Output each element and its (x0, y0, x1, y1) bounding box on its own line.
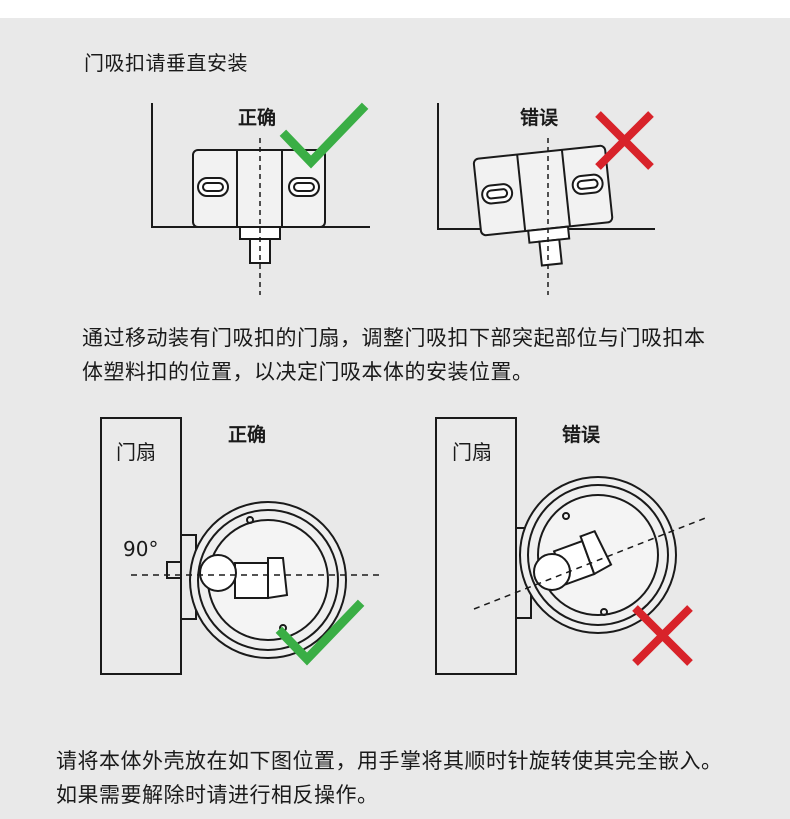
diagram-top-wrong (437, 103, 655, 295)
instruction-vertical: 门吸扣请垂直安装 (84, 51, 248, 75)
label-wrong-top: 错误 (520, 107, 559, 129)
door-leaf-label: 门扇 (452, 440, 492, 464)
angle-label: 90° (123, 537, 159, 561)
door-leaf-label: 门扇 (116, 440, 156, 464)
check-icon (275, 599, 365, 666)
cross-icon (595, 111, 654, 170)
instruction-adjust: 通过移动装有门吸扣的门扇，调整门吸扣下部突起部位与门吸扣本体塑料扣的位置，以决定… (82, 326, 706, 384)
cross-icon (632, 605, 693, 666)
label-wrong-bottom: 错误 (562, 424, 601, 446)
diagram-bottom-correct (100, 417, 382, 675)
instruction-embed: 请将本体外壳放在如下图位置，用手掌将其顺时针旋转使其完全嵌入。如果需要解除时请进… (56, 749, 723, 807)
label-correct-bottom: 正确 (228, 424, 267, 446)
label-correct-top: 正确 (238, 107, 277, 129)
check-icon (279, 102, 369, 169)
diagram-top-correct (151, 103, 370, 295)
diagram-bottom-wrong (435, 417, 709, 675)
